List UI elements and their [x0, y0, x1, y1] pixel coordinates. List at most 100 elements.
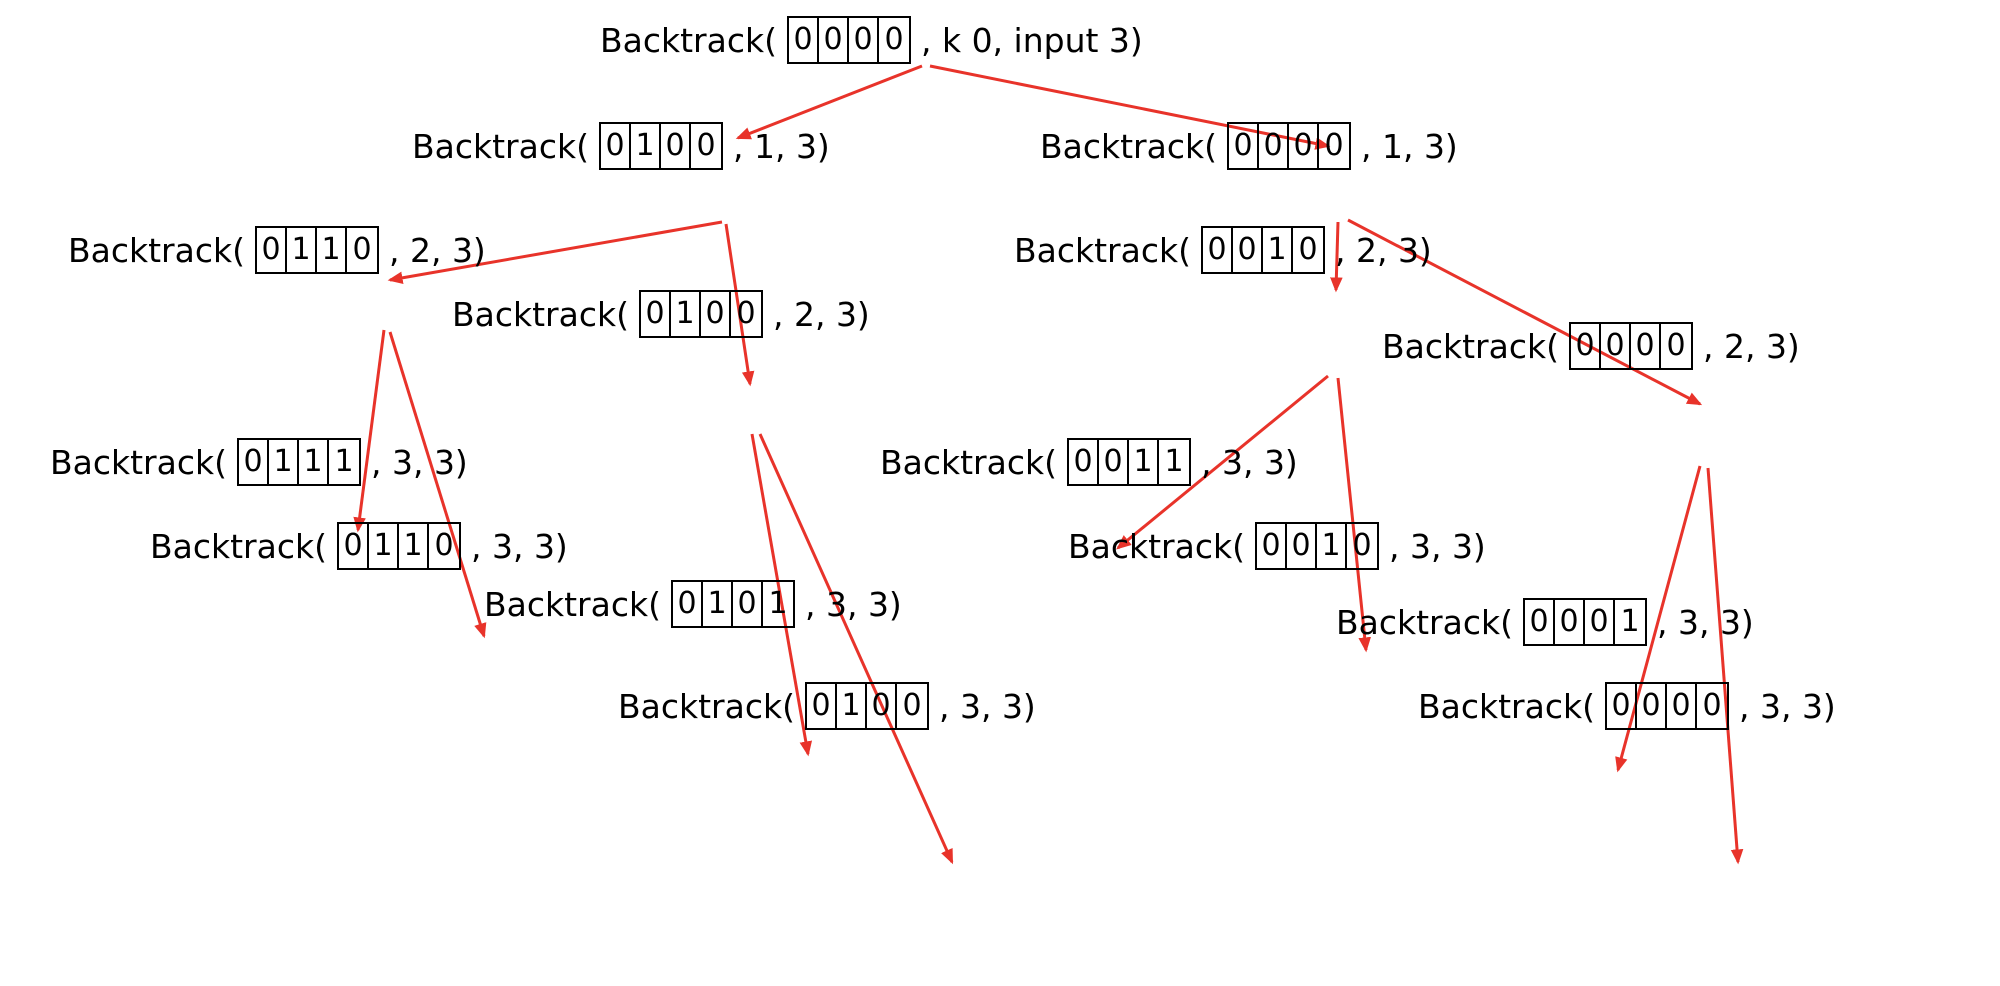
edge-n-0000-k2-to-n-0000-k3	[1706, 467, 1744, 865]
node-call-label: Backtrack(	[600, 20, 777, 60]
array-cell: 1	[1317, 524, 1347, 568]
array-cell: 0	[1525, 600, 1555, 644]
array-cell: 0	[661, 124, 691, 168]
array-cell: 0	[1233, 228, 1263, 272]
array-cell: 0	[696, 128, 716, 163]
array-cell: 1	[334, 444, 354, 479]
node-call-label: Backtrack(	[484, 584, 661, 624]
node-call-label: Backtrack(	[880, 442, 1057, 482]
node-args-label: , k 0, input 3)	[920, 20, 1143, 60]
array-cell: 0	[807, 684, 837, 728]
array-cell: 1	[837, 684, 867, 728]
array-cell: 0	[1069, 440, 1099, 484]
array-cell: 0	[1257, 524, 1287, 568]
array-cell: 1	[768, 586, 788, 621]
node-args-label: , 3, 3)	[1200, 442, 1298, 482]
array-cell: 0	[1585, 600, 1615, 644]
array-cell: 1	[1129, 440, 1159, 484]
array-cell: 1	[287, 228, 317, 272]
array-cell: 0	[1352, 528, 1372, 563]
edge-n-0110-k2-to-n-0111-k3	[353, 329, 386, 533]
array-cell: 1	[317, 228, 347, 272]
node-args-label: , 1, 3)	[1360, 126, 1458, 166]
array-cell: 0	[1667, 684, 1697, 728]
array-cell: 0	[641, 292, 671, 336]
node-call-label: Backtrack(	[1068, 526, 1245, 566]
array-cell: 0	[884, 22, 904, 57]
array-cell: 0	[736, 296, 756, 331]
array-cell: 0	[1099, 440, 1129, 484]
node-args-label: , 2, 3)	[1702, 326, 1800, 366]
node-args-label: , 3, 3)	[370, 442, 468, 482]
node-args-label: , 3, 3)	[1388, 526, 1486, 566]
array-cell: 0	[257, 228, 287, 272]
array-cell: 0	[339, 524, 369, 568]
array-cell: 0	[789, 18, 819, 62]
node-call-label: Backtrack(	[1336, 602, 1513, 642]
node-call-label: Backtrack(	[50, 442, 227, 482]
array-cell: 1	[1620, 604, 1640, 639]
array-cell: 0	[239, 440, 269, 484]
array-cell: 1	[299, 440, 329, 484]
array-cell: 0	[434, 528, 454, 563]
node-call-label: Backtrack(	[452, 294, 629, 334]
array-cell: 0	[1555, 600, 1585, 644]
array-cell: 0	[352, 232, 372, 267]
array-cell: 0	[1203, 228, 1233, 272]
edge-n-0100-k2-to-n-0100-k3	[758, 433, 954, 865]
node-call-label: Backtrack(	[618, 686, 795, 726]
array-cell: 0	[1601, 324, 1631, 368]
array-cell: 0	[1259, 124, 1289, 168]
array-cell: 1	[1164, 444, 1184, 479]
array-cell: 0	[1666, 328, 1686, 363]
array-cell: 0	[1229, 124, 1259, 168]
node-args-label: , 2, 3)	[772, 294, 870, 334]
array-cell: 1	[369, 524, 399, 568]
array-cell: 0	[1287, 524, 1317, 568]
node-args-label: , 3, 3)	[804, 584, 902, 624]
node-call-label: Backtrack(	[1382, 326, 1559, 366]
array-cell: 0	[1324, 128, 1344, 163]
array-cell: 0	[902, 688, 922, 723]
node-args-label: , 3, 3)	[1738, 686, 1836, 726]
array-cell: 0	[1702, 688, 1722, 723]
array-cell: 0	[601, 124, 631, 168]
array-cell: 0	[1607, 684, 1637, 728]
array-cell: 0	[701, 292, 731, 336]
array-cell: 0	[733, 582, 763, 626]
array-cell: 1	[671, 292, 701, 336]
node-args-label: , 2, 3)	[388, 230, 486, 270]
array-cell: 0	[849, 18, 879, 62]
array-cell: 0	[673, 582, 703, 626]
array-cell: 1	[703, 582, 733, 626]
node-call-label: Backtrack(	[68, 230, 245, 270]
node-args-label: , 3, 3)	[938, 686, 1036, 726]
array-cell: 0	[1571, 324, 1601, 368]
array-cell: 0	[1631, 324, 1661, 368]
node-args-label: , 3, 3)	[470, 526, 568, 566]
